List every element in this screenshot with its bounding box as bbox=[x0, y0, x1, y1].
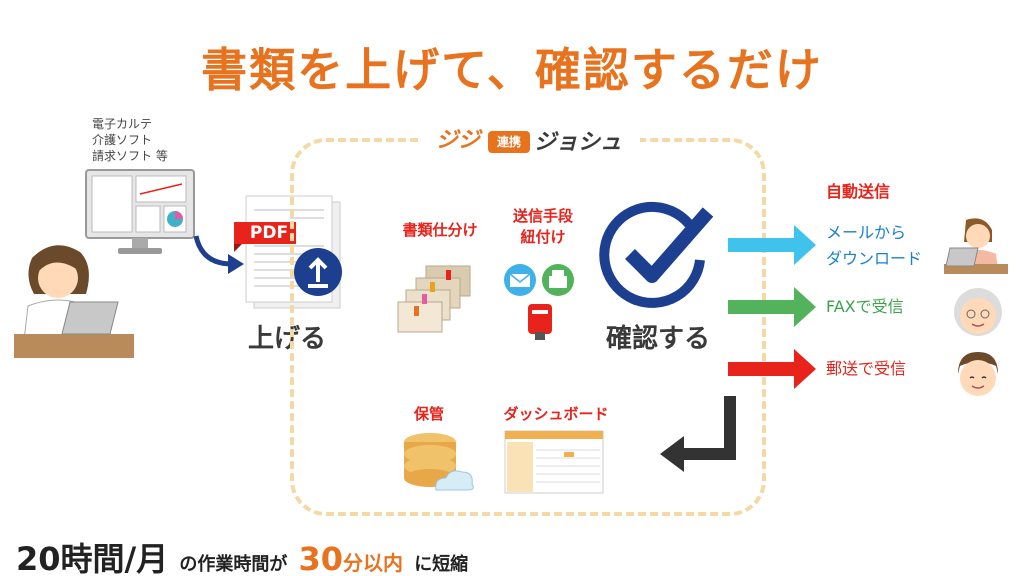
check-circle-icon bbox=[599, 201, 714, 308]
destination-mail-label: 郵送で受信 bbox=[826, 359, 907, 378]
main-title: 書類を上げて、確認するだけ bbox=[201, 43, 823, 97]
return-arrow-icon bbox=[660, 396, 736, 472]
step-sort-label: 書類仕分け bbox=[402, 221, 478, 239]
step-method-label: 送信手段 紐付け bbox=[498, 206, 588, 248]
summary-after-number: 30 bbox=[298, 540, 344, 576]
destination-email-label: メールから ダウンロード bbox=[826, 220, 922, 272]
logo-mark: ジジ bbox=[436, 128, 481, 153]
step-dashboard-label: ダッシュボード bbox=[503, 405, 609, 423]
recipient-elderly-person bbox=[954, 288, 1002, 336]
summary-after-unit: 分以内 bbox=[343, 551, 404, 575]
logo-name: ジョシュ bbox=[534, 130, 623, 155]
destination-email-line1: メールから bbox=[826, 223, 907, 242]
source-system-item: 電子カルテ bbox=[92, 117, 153, 131]
summary-connector: の作業時間が bbox=[179, 554, 288, 575]
monitor-illustration bbox=[85, 169, 195, 254]
pdf-document-icon bbox=[234, 195, 342, 309]
step-confirm-label: 確認する bbox=[606, 324, 711, 354]
destination-email-line2: ダウンロード bbox=[826, 249, 923, 268]
recipient-man-person bbox=[958, 352, 998, 396]
source-system-item: 請求ソフト 等 bbox=[92, 149, 168, 163]
email-arrow-icon bbox=[728, 225, 816, 265]
mail-arrow-icon bbox=[728, 349, 816, 389]
step-method-label-line1: 送信手段 bbox=[512, 207, 573, 225]
summary-before: 20時間/月 bbox=[16, 540, 169, 576]
recipient-laptop-person bbox=[944, 218, 1008, 274]
fax-arrow-icon bbox=[728, 287, 816, 327]
send-method-icons bbox=[504, 264, 574, 340]
summary-line: 20時間/月 の作業時間が 30分以内 に短縮 bbox=[16, 534, 468, 576]
summary-suffix: に短縮 bbox=[414, 554, 469, 575]
staff-person-illustration bbox=[14, 245, 134, 358]
logo-badge: 連携 bbox=[488, 131, 530, 153]
destination-fax-label: FAXで受信 bbox=[826, 297, 904, 316]
step-storage-label: 保管 bbox=[413, 405, 444, 423]
step-method-label-line2: 紐付け bbox=[520, 228, 566, 246]
database-cloud-icon bbox=[404, 433, 474, 491]
logo-background bbox=[420, 124, 640, 158]
step-upload-label: 上げる bbox=[248, 324, 327, 354]
pdf-badge-label: PDF bbox=[249, 223, 289, 243]
auto-send-heading: 自動送信 bbox=[826, 182, 891, 201]
curved-arrow-icon bbox=[193, 235, 244, 274]
source-system-item: 介護ソフト bbox=[92, 133, 153, 147]
dashboard-thumbnail-icon bbox=[504, 430, 604, 494]
source-systems-list: 電子カルテ 介護ソフト 請求ソフト 等 bbox=[92, 116, 168, 164]
folders-icon bbox=[397, 265, 471, 333]
